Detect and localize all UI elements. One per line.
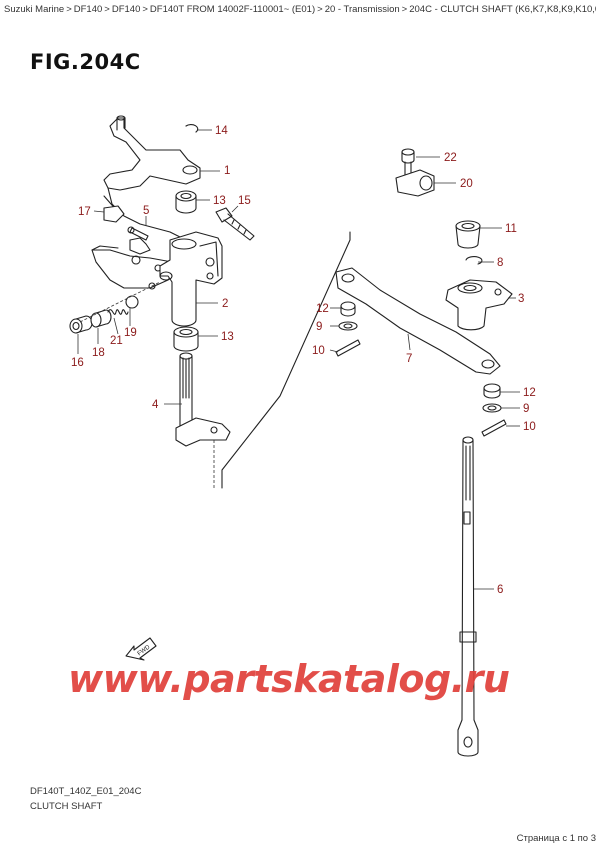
breadcrumb-item-4[interactable]: DF140T FROM 14002F-110001~ (E01) xyxy=(149,4,316,15)
callout-16[interactable]: 16 xyxy=(71,357,84,369)
bolt-part xyxy=(215,207,255,241)
washer-part xyxy=(483,383,501,399)
divider-line xyxy=(221,231,351,489)
washer-part xyxy=(482,403,502,413)
plug-part xyxy=(69,315,93,334)
ball-part xyxy=(125,295,139,309)
callout-22[interactable]: 22 xyxy=(444,152,457,164)
breadcrumb-item-2[interactable]: DF140 xyxy=(73,4,103,15)
cotter-pin-part xyxy=(481,419,507,437)
callout-numbers: 1 2 3 4 5 6 7 8 9 9 10 10 11 12 12 13 13… xyxy=(71,125,536,596)
callout-10b[interactable]: 10 xyxy=(523,421,536,433)
callout-14[interactable]: 14 xyxy=(215,125,228,137)
breadcrumb-separator: > xyxy=(317,4,323,15)
figure-caption: CLUTCH SHAFT xyxy=(30,801,103,812)
callout-10[interactable]: 10 xyxy=(312,345,325,357)
callout-2[interactable]: 2 xyxy=(222,298,228,310)
callout-17[interactable]: 17 xyxy=(78,206,91,218)
breadcrumb-separator: > xyxy=(104,4,110,15)
breadcrumb-separator: > xyxy=(401,4,408,15)
pin-part xyxy=(127,226,149,241)
clamp-part xyxy=(395,169,435,197)
washer-part xyxy=(338,321,358,331)
callout-13b[interactable]: 13 xyxy=(221,331,234,343)
callout-9b[interactable]: 9 xyxy=(523,403,529,415)
spring-part xyxy=(107,309,129,315)
breadcrumb-separator: > xyxy=(66,4,72,15)
bushing-bracket-part xyxy=(445,279,513,331)
callout-9[interactable]: 9 xyxy=(316,321,322,333)
breadcrumb-item-3[interactable]: DF140 xyxy=(111,4,141,15)
circlip-part xyxy=(185,123,199,133)
callout-20[interactable]: 20 xyxy=(460,178,473,190)
cotter-pin-part xyxy=(335,339,361,357)
callout-18[interactable]: 18 xyxy=(92,347,105,359)
page-indicator: Страница с 1 по 3 xyxy=(516,833,596,844)
callout-5[interactable]: 5 xyxy=(143,205,149,217)
breadcrumb-separator: > xyxy=(142,4,148,15)
callout-1[interactable]: 1 xyxy=(224,165,230,177)
watermark: www.partskatalog.ru xyxy=(68,657,510,701)
detent-part xyxy=(90,309,112,328)
breadcrumb-item-6: 204C - CLUTCH SHAFT (K6,K7,K8,K9,K10,011… xyxy=(409,4,596,15)
figure-title: FIG.204C xyxy=(30,50,141,74)
clip-part xyxy=(103,205,125,223)
link-arm-part xyxy=(335,267,501,375)
leader-lines xyxy=(77,129,520,590)
callout-21[interactable]: 21 xyxy=(110,335,123,347)
breadcrumb: Suzuki Marine>DF140>DF140>DF140T FROM 14… xyxy=(4,4,596,15)
callout-15[interactable]: 15 xyxy=(238,195,251,207)
callout-12b[interactable]: 12 xyxy=(523,387,536,399)
callout-19[interactable]: 19 xyxy=(124,327,137,339)
callout-4[interactable]: 4 xyxy=(152,399,159,411)
circlip-part xyxy=(465,256,483,265)
callout-6[interactable]: 6 xyxy=(497,584,503,596)
callout-7[interactable]: 7 xyxy=(406,353,412,365)
callout-12[interactable]: 12 xyxy=(316,303,329,315)
callout-8[interactable]: 8 xyxy=(497,257,503,269)
callout-11[interactable]: 11 xyxy=(505,223,517,235)
figure-code: DF140T_140Z_E01_204C xyxy=(30,786,142,797)
lower-shaft-part xyxy=(175,352,231,488)
shaft-housing-part xyxy=(159,231,223,327)
bushing-lower-part xyxy=(173,326,199,352)
callout-13[interactable]: 13 xyxy=(213,195,226,207)
breadcrumb-item-5[interactable]: 20 - Transmission xyxy=(324,4,400,15)
callout-3[interactable]: 3 xyxy=(518,293,524,305)
breadcrumb-item-1[interactable]: Suzuki Marine xyxy=(4,4,65,15)
bolt-part xyxy=(401,148,415,179)
bushing-upper-part xyxy=(175,190,197,214)
washer-part xyxy=(340,301,356,317)
clutch-shaft-part xyxy=(457,436,479,757)
plug-part xyxy=(455,220,481,249)
